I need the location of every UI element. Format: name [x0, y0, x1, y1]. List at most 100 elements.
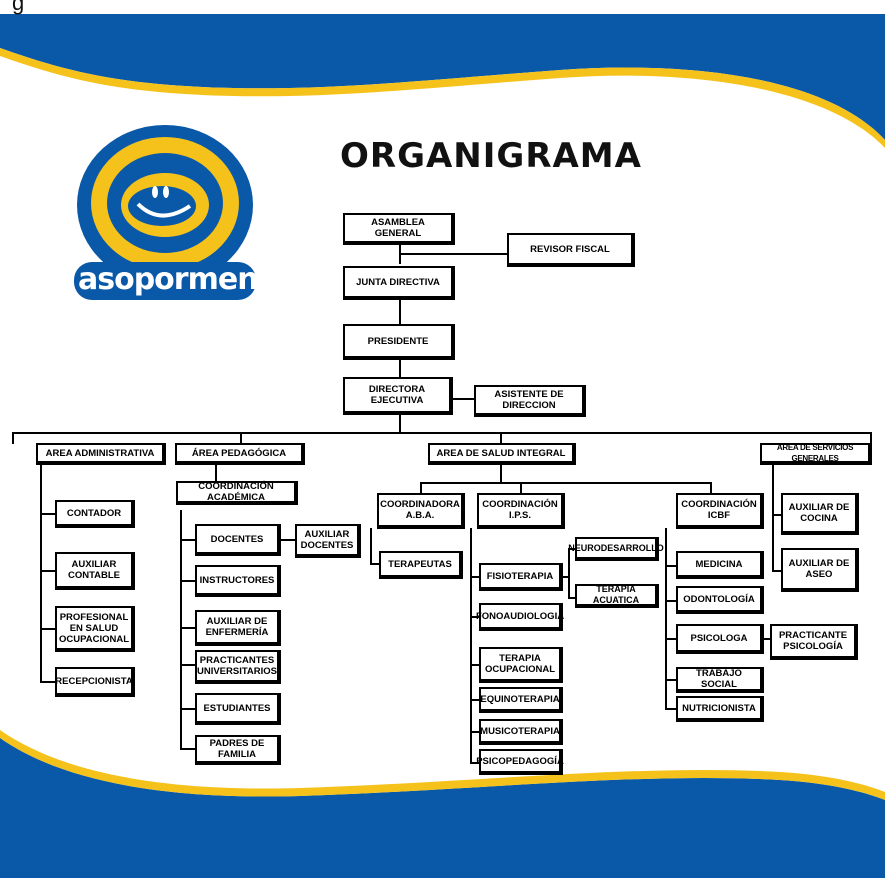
- box-musicoterapia: MUSICOTERAPIA: [479, 719, 563, 745]
- box-instructores: INSTRUCTORES: [195, 565, 281, 597]
- connector-line: [180, 539, 196, 541]
- logo-text: asopormen: [78, 262, 259, 297]
- box-profesional-salud-ocupacional: PROFESIONAL EN SALUD OCUPACIONAL: [55, 606, 135, 652]
- box-coordinacion-icbf: COORDINACIÓN ICBF: [676, 493, 764, 529]
- box-junta-directiva: JUNTA DIRECTIVA: [343, 266, 455, 300]
- connector-line: [180, 748, 196, 750]
- box-auxiliar-aseo: AUXILIAR DE ASEO: [781, 548, 859, 592]
- box-auxiliar-cocina: AUXILIAR DE COCINA: [781, 493, 859, 535]
- box-contador: CONTADOR: [55, 500, 135, 528]
- box-medicina: MEDICINA: [676, 551, 764, 579]
- box-coordinacion-ips: COORDINACIÓN I.P.S.: [477, 493, 565, 529]
- connector-line: [280, 539, 296, 541]
- box-fisioterapia: FISIOTERAPIA: [479, 563, 563, 591]
- box-directora-ejecutiva: DIRECTORA EJECUTIVA: [343, 377, 453, 415]
- connector-line: [12, 432, 14, 444]
- connector-line: [568, 548, 570, 598]
- connector-line: [180, 708, 196, 710]
- top-yellow-stripe: [0, 48, 885, 148]
- box-nutricionista: NUTRICIONISTA: [676, 696, 764, 722]
- box-fonoaudiologia: FONOAUDIOLOGIA: [476, 603, 564, 631]
- connector-line: [40, 462, 42, 682]
- connector-line: [560, 576, 570, 578]
- box-terapeutas: TERAPEUTAS: [379, 551, 463, 579]
- connector-line: [40, 570, 56, 572]
- box-trabajo-social: TRABAJO SOCIAL: [676, 667, 764, 693]
- box-odontologia: ODONTOLOGÍA: [676, 586, 764, 614]
- connector-line: [399, 297, 401, 325]
- connector-line: [870, 432, 872, 444]
- connector-line: [665, 600, 677, 602]
- connector-line: [399, 413, 401, 433]
- connector-line: [240, 432, 242, 444]
- asopormen-logo: [74, 125, 256, 300]
- box-revisor-fiscal: REVISOR FISCAL: [507, 233, 635, 267]
- connector-line: [772, 462, 774, 570]
- box-recepcionista: RECEPCIONISTA: [55, 667, 135, 697]
- box-auxiliar-contable: AUXILIAR CONTABLE: [55, 552, 135, 590]
- connector-line: [665, 679, 677, 681]
- connector-line: [470, 762, 480, 764]
- connector-line: [370, 528, 372, 564]
- box-presidente: PRESIDENTE: [343, 324, 455, 360]
- connector-line: [470, 528, 472, 764]
- connector-line: [665, 528, 667, 710]
- box-auxiliar-docentes: AUXILIAR DOCENTES: [295, 524, 361, 558]
- connector-line: [470, 616, 480, 618]
- connector-line: [470, 576, 480, 578]
- box-psicopedagogia: PSICOPEDAGOGÍA: [476, 749, 564, 775]
- box-auxiliar-enfermeria: AUXILIAR DE ENFERMERÍA: [195, 610, 281, 646]
- connector-line: [520, 482, 522, 494]
- connector-line: [470, 699, 480, 701]
- connector-line: [399, 253, 509, 255]
- connector-line: [665, 708, 677, 710]
- connector-line: [772, 514, 782, 516]
- box-asistente-direccion: ASISTENTE DE DIRECCION: [474, 385, 586, 417]
- connector-line: [772, 570, 782, 572]
- connector-line: [470, 731, 480, 733]
- top-caption: g: [12, 0, 25, 15]
- box-psicologa: PSICOLOGA: [676, 624, 764, 654]
- box-area-servicios-generales: AREA DE SERVICIOS GENERALES: [760, 443, 872, 465]
- box-estudiantes: ESTUDIANTES: [195, 693, 281, 725]
- box-coordinacion-academica: COORDINACIÓN ACADÉMICA: [176, 481, 298, 505]
- bottom-yellow-stripe: [0, 730, 885, 800]
- box-area-salud-integral: AREA DE SALUD INTEGRAL: [428, 443, 576, 465]
- bottom-blue-wave: [0, 738, 885, 878]
- box-neurodesarrollo: NEURODESARROLLO: [568, 537, 664, 561]
- page-title: ORGANIGRAMA: [340, 136, 642, 176]
- connector-line: [420, 482, 422, 494]
- connector-line: [665, 565, 677, 567]
- connector-line: [500, 432, 502, 444]
- box-area-pedagogica: ÁREA PEDAGÓGICA: [175, 443, 305, 465]
- connector-line: [710, 482, 712, 494]
- connector-line: [568, 548, 576, 550]
- connector-line: [40, 513, 56, 515]
- box-coordinadora-aba: COORDINADORA A.B.A.: [377, 493, 465, 529]
- box-padres-de-familia: PADRES DE FAMILIA: [195, 735, 281, 765]
- connector-line: [180, 580, 196, 582]
- connector-line: [420, 482, 712, 484]
- connector-line: [399, 358, 401, 378]
- connector-line: [452, 398, 476, 400]
- connector-line: [215, 462, 217, 482]
- connector-line: [40, 681, 56, 683]
- connector-line: [40, 628, 56, 630]
- connector-line: [180, 627, 196, 629]
- connector-line: [665, 638, 677, 640]
- connector-line: [568, 597, 576, 599]
- connector-line: [12, 432, 872, 434]
- connector-line: [180, 664, 196, 666]
- connector-line: [370, 563, 380, 565]
- box-docentes: DOCENTES: [195, 524, 281, 556]
- connector-line: [470, 664, 480, 666]
- box-asamblea-general: ASAMBLEA GENERAL: [343, 213, 455, 245]
- box-equinoterapia: EQUINOTERAPIA: [479, 687, 563, 713]
- connector-line: [500, 462, 502, 482]
- box-terapia-acuatica: TERAPIA ACUATICA: [575, 584, 659, 608]
- box-practicantes-universitarios: PRACTICANTES UNIVERSITARIOS: [195, 650, 281, 684]
- box-area-administrativa: AREA ADMINISTRATIVA: [36, 443, 166, 465]
- top-blue-wave: [0, 0, 885, 140]
- connector-line: [180, 510, 182, 750]
